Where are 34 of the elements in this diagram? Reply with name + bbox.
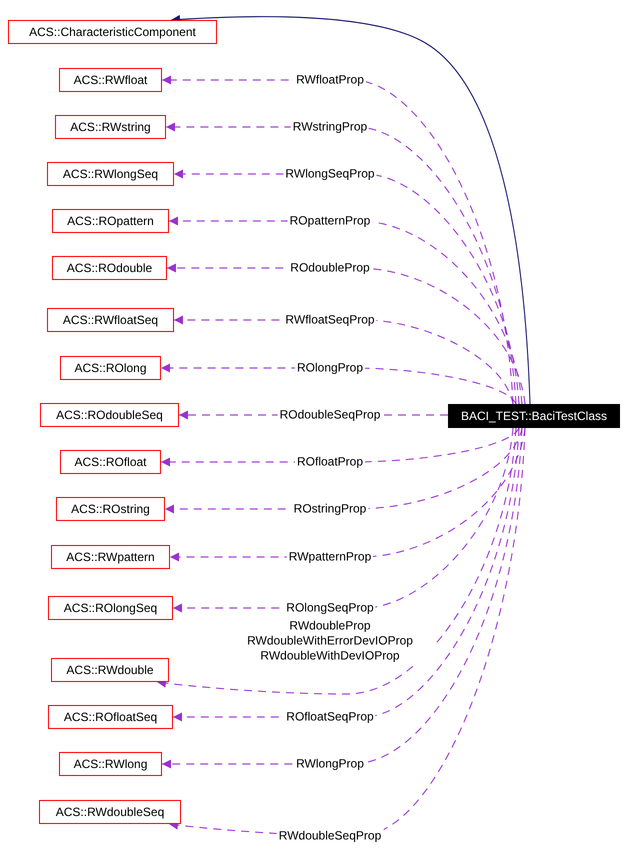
class-box: ACS::RWpattern: [51, 545, 170, 569]
edge-label: ROstringProp: [292, 502, 368, 516]
edge-label: ROpatternProp: [288, 214, 372, 228]
class-box: ACS::RWstring: [55, 115, 166, 139]
class-box: ACS::RWfloat: [59, 68, 162, 92]
class-box: BACI_TEST::BaciTestClass: [448, 404, 620, 428]
class-box: ACS::RWlong: [59, 752, 162, 776]
class-box: ACS::RWlongSeq: [47, 162, 174, 186]
edge-label: ROlongProp: [294, 360, 366, 376]
class-box: ACS::RWdoubleSeq: [39, 800, 181, 824]
edge-label: RWstringProp: [290, 120, 370, 134]
edge-label: RWlongProp: [294, 756, 366, 772]
edge-label: RWfloatSeqProp: [283, 312, 377, 328]
edge-label: ROdoubleSeqProp: [278, 408, 382, 422]
class-box: ACS::RWdouble: [51, 658, 169, 682]
class-box: ACS::ROpattern: [52, 209, 169, 233]
edge-label: RWlongSeqProp: [283, 166, 377, 182]
edge-label: RWpatternProp: [286, 550, 374, 564]
class-box: ACS::CharacteristicComponent: [8, 20, 217, 44]
class-box: ACS::ROfloat: [60, 450, 161, 474]
edge-label: RWfloatProp: [294, 72, 366, 88]
edge-label: ROfloatProp: [294, 454, 366, 470]
edge-label: RWdoubleSeqProp: [276, 828, 384, 844]
class-box: ACS::ROfloatSeq: [48, 705, 173, 729]
edge-label: ROlongSeqProp: [284, 600, 376, 616]
class-box: ACS::RWfloatSeq: [47, 308, 174, 332]
edge-label: ROdoubleProp: [288, 260, 372, 276]
arrow: [170, 14, 530, 404]
class-box: ACS::ROdoubleSeq: [40, 403, 179, 427]
class-box: ACS::ROlong: [60, 356, 161, 380]
class-box: ACS::ROstring: [56, 497, 165, 521]
class-box: ACS::ROdouble: [52, 256, 167, 280]
class-box: ACS::ROlongSeq: [48, 596, 173, 620]
edge-label: ROfloatSeqProp: [284, 710, 376, 724]
